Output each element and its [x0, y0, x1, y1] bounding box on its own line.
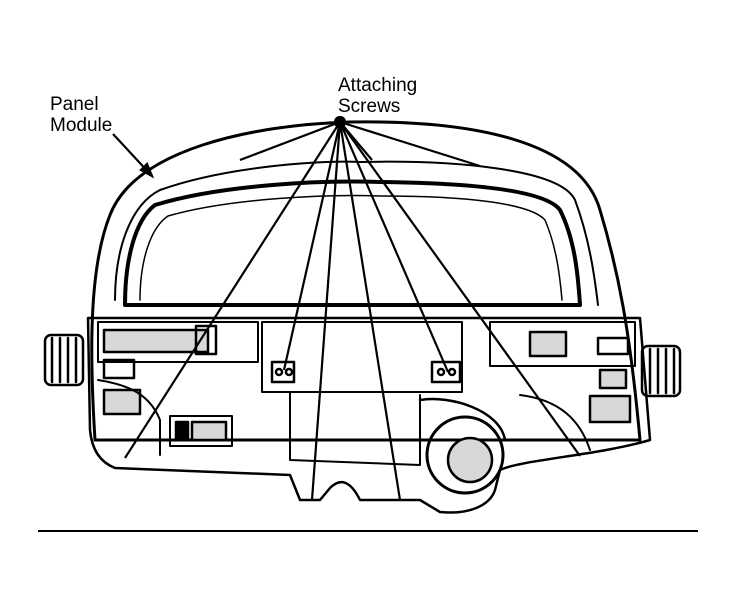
- panel-module-label: Panel Module: [50, 94, 112, 136]
- panel-module-label-line2: Module: [50, 115, 113, 136]
- attaching-screws-label: Attaching Screws: [338, 75, 417, 117]
- ignition-bezel: [418, 397, 507, 495]
- caption-divider: [38, 530, 698, 532]
- screw-leaders: [124, 120, 581, 501]
- attaching-screws-label-line2: Screws: [338, 96, 401, 117]
- cluster-housing: [86, 316, 652, 514]
- right-knob: [640, 344, 682, 398]
- center-cavity: [261, 321, 463, 393]
- panel-module-label-line1: Panel: [50, 94, 99, 115]
- left-switch-bank: [97, 321, 259, 363]
- leader-hub: [333, 115, 347, 129]
- display-window: [123, 179, 582, 307]
- gauge-box: [169, 415, 233, 447]
- right-switch-bank: [489, 321, 636, 367]
- left-knob: [43, 333, 85, 387]
- outer-bezel: [90, 120, 642, 442]
- inner-bezel-rim: [114, 160, 599, 306]
- attaching-screws-label-line1: Attaching: [338, 75, 418, 96]
